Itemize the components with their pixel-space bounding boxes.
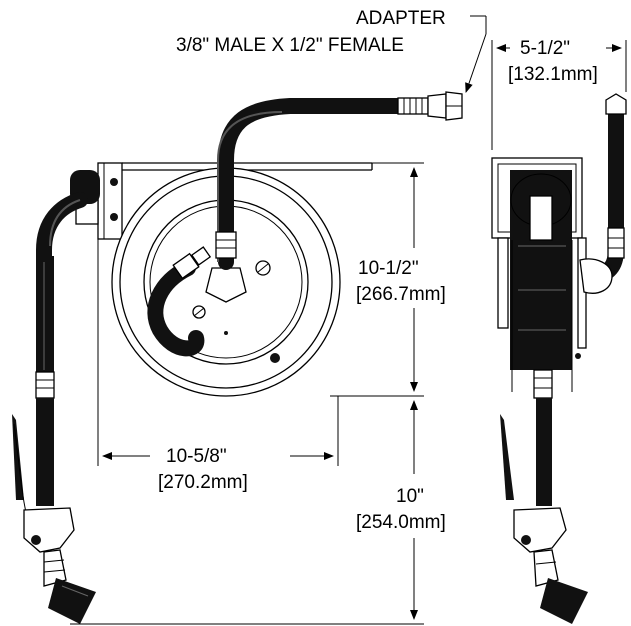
reel-height-dimension (330, 162, 424, 397)
reel-width-dimension (97, 239, 339, 466)
adapter-callout (465, 15, 487, 93)
nozzle-drop-dimension (70, 400, 424, 625)
reel-width-metric: [270.2mm] (158, 472, 248, 493)
spray-nozzle (12, 414, 96, 624)
side-spray-nozzle (513, 507, 567, 553)
reel-width-imperial: 10-5/8" (166, 446, 227, 467)
nozzle-drop-imperial: 10" (396, 486, 424, 507)
depth-dimension (491, 40, 627, 150)
inner-hose-loop (147, 246, 212, 357)
outlet-hose (35, 170, 100, 506)
depth-imperial: 5-1/2" (520, 38, 570, 59)
front-view: 10-1/2" [266.7mm] 10-5/8" [270.2mm] 10" … (12, 91, 463, 625)
adapter-callout-line2: 3/8" MALE X 1/2" FEMALE (176, 35, 404, 56)
supply-hose (215, 91, 463, 270)
adapter-callout-line1: ADAPTER (356, 8, 446, 29)
depth-metric: [132.1mm] (508, 64, 598, 85)
side-adapter (605, 93, 627, 115)
reel-height-metric: [266.7mm] (356, 284, 446, 305)
nozzle-drop-metric: [254.0mm] (356, 512, 446, 533)
reel-height-imperial: 10-1/2" (358, 258, 419, 279)
side-view (491, 40, 627, 624)
